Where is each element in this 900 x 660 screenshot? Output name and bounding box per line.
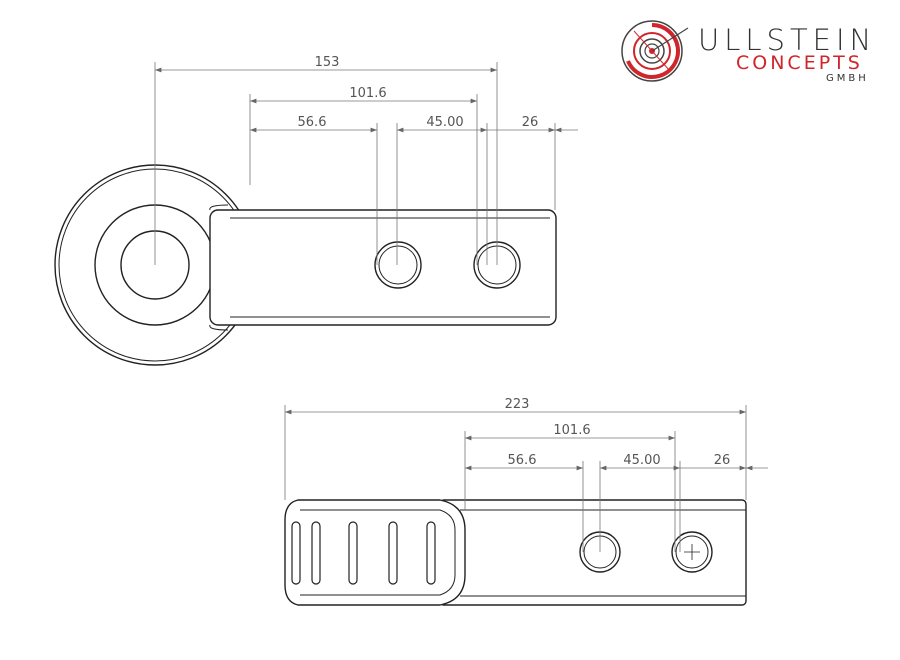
company-logo: ULLSTEIN CONCEPTS GMBH <box>618 16 888 86</box>
dim-26: 26 <box>522 115 539 130</box>
grip-slots <box>291 521 436 585</box>
dim-223: 223 <box>505 397 530 412</box>
logo-gmbh: GMBH <box>826 73 869 84</box>
dim-45-00: 45.00 <box>426 115 463 130</box>
shank-body <box>209 209 557 326</box>
side-shank <box>439 499 747 606</box>
dim-45-00: 45.00 <box>623 453 660 468</box>
dim-26: 26 <box>714 453 731 468</box>
dim-153: 153 <box>315 55 340 70</box>
side-view <box>284 499 747 606</box>
target-logo-icon <box>621 20 689 82</box>
pin-hole-1 <box>374 241 422 289</box>
dim-56-6: 56.6 <box>508 453 537 468</box>
logo-concepts: CONCEPTS <box>736 52 863 74</box>
dim-101-6: 101.6 <box>349 86 386 101</box>
side-dimension-lines <box>284 405 768 552</box>
knurled-eye <box>284 499 466 606</box>
dim-101-6: 101.6 <box>553 423 590 438</box>
top-view <box>54 164 557 366</box>
top-dimension-lines <box>154 62 578 265</box>
logo-ullstein: ULLSTEIN <box>698 23 877 57</box>
dim-56-6: 56.6 <box>298 115 327 130</box>
side-pin-hole-2 <box>671 531 713 573</box>
